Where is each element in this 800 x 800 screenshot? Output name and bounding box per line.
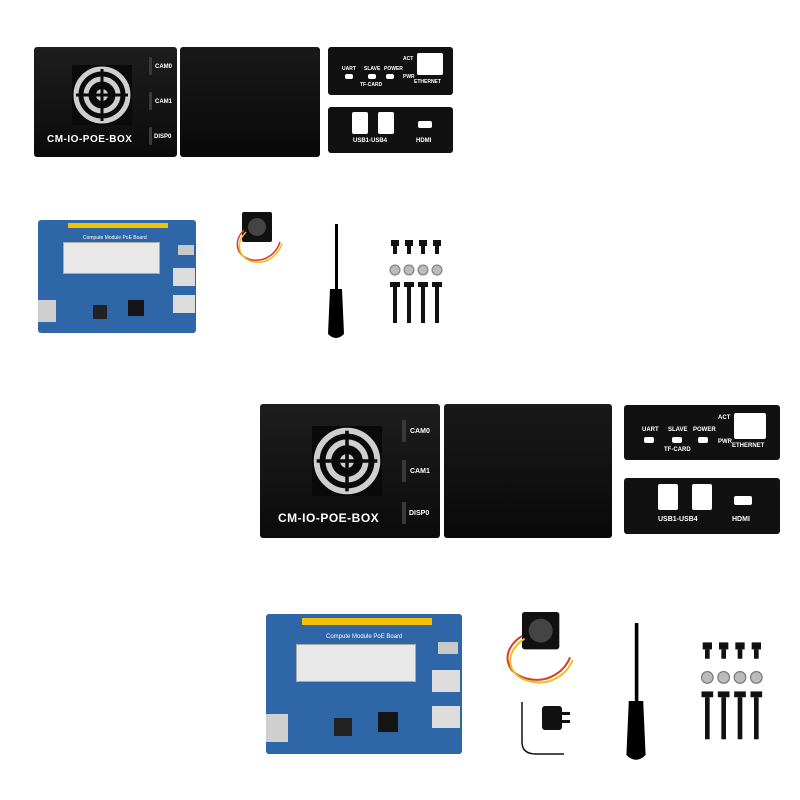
usb-port-hole-right [378,112,394,134]
uart-label: UART [642,427,659,433]
usb-port-bottom [173,295,195,313]
hdmi-label: HDMI [416,138,432,144]
hdmi-port-hole [418,121,432,128]
usb-port-hole-left [658,484,678,510]
enclosure-body: CM-IO-POE-BOX CAM0 CAM1 DISP0 [34,47,177,157]
usb-port-bottom [432,706,460,728]
cam1-label: CAM1 [155,99,173,105]
cm-socket [296,644,416,682]
uart-label: UART [342,66,356,72]
ethernet-label: ETHERNET [732,443,765,449]
hdmi-port [438,642,458,654]
poe-board-large: Compute Module PoE Board [266,614,462,754]
cam1-slot [402,460,406,482]
hdmi-label: HDMI [732,516,750,523]
cam0-label: CAM0 [155,64,173,70]
cooling-fan-icon [506,612,574,684]
gpio-header [68,223,168,228]
usb-port-hole-left [352,112,368,134]
power-port-hole [698,437,708,443]
ethernet-port-hole [417,53,443,75]
enclosure-lid [180,47,320,157]
screwdriver-icon [328,224,344,338]
ethernet-port [266,714,288,742]
slave-label: SLAVE [668,427,688,433]
usb-port-top [432,670,460,692]
poe-board: Compute Module PoE Board [38,220,196,333]
cam0-slot [402,420,406,442]
usb-port-hole-right [692,484,712,510]
disp0-label: DISP0 [154,134,172,140]
pwr-label: PWR [718,439,732,445]
board-label: Compute Module PoE Board [83,235,147,241]
power-label: POWER [693,427,716,433]
cm-socket [63,242,160,274]
cooling-fan-icon [236,212,283,263]
slave-label: SLAVE [364,66,381,72]
ethernet-port [38,300,56,322]
hdmi-port-hole [734,496,752,505]
inductor-chip [93,305,107,319]
slave-port-hole [368,74,376,79]
gpio-header [302,618,432,625]
ethernet-label: ETHERNET [414,79,441,85]
power-module [378,712,398,732]
uart-port-hole [345,74,353,79]
power-adapter-icon [521,702,570,755]
usb-label: USB1-USB4 [353,138,388,144]
usb-label: USB1-USB4 [658,516,698,523]
fan-vent-icon [312,426,382,496]
fan-vent-icon [72,65,132,125]
power-module [128,300,144,316]
enclosure-body-large: CM-IO-POE-BOX CAM0 CAM1 DISP0 [260,404,440,538]
screw-set-icon [389,240,443,323]
disp0-slot [402,502,406,524]
enclosure-title: CM-IO-POE-BOX [47,134,133,145]
disp0-label: DISP0 [409,510,430,517]
pwr-label: PWR [403,74,415,80]
ethernet-port-hole [734,413,766,439]
tf-card-label: TF-CARD [360,82,383,88]
rear-panel: USB1-USB4 HDMI [328,107,453,153]
cam0-slot [149,57,152,75]
enclosure-lid-large [444,404,612,538]
screw-set-icon [700,642,763,740]
disp0-slot [149,127,152,145]
enclosure-title: CM-IO-POE-BOX [278,511,380,525]
hdmi-port [178,245,194,255]
front-panel-large: UART SLAVE POWER TF-CARD ACT PWR ETHERNE… [624,405,780,460]
cam1-label: CAM1 [410,468,430,475]
uart-port-hole [644,437,654,443]
act-label: ACT [718,415,731,421]
cam0-label: CAM0 [410,428,430,435]
screwdriver-icon [626,623,646,760]
front-panel: UART SLAVE POWER TF-CARD ACT PWR ETHERNE… [328,47,453,95]
slave-port-hole [672,437,682,443]
tf-card-label: TF-CARD [664,447,691,453]
inductor-chip [334,718,352,736]
usb-port-top [173,268,195,286]
rear-panel-large: USB1-USB4 HDMI [624,478,780,534]
power-label: POWER [384,66,403,72]
board-label: Compute Module PoE Board [326,634,403,640]
cam1-slot [149,92,152,110]
power-port-hole [386,74,394,79]
act-label: ACT [403,56,414,62]
